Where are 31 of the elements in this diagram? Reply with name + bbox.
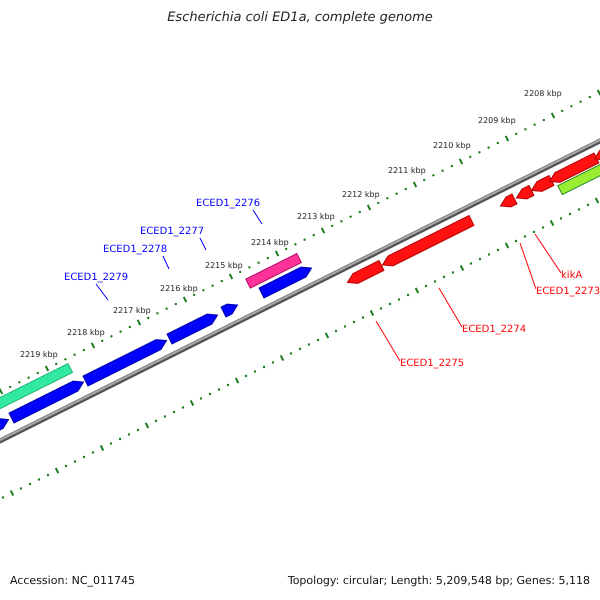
scale-label: 2214 kbp [251,237,289,249]
scale-label: 2217 kbp [113,305,151,317]
leader-line [252,210,262,224]
scale-label: 2211 kbp [388,165,426,177]
gene-label: ECED1_2279 [64,272,128,284]
scale-label: 2219 kbp [20,349,58,361]
scale-label: 2218 kbp [67,327,105,339]
genome-info-text: Topology: circular; Length: 5,209,548 bp; Genes: 5,118 [288,575,590,587]
gene-label: ECED1_2277 [140,226,204,238]
scale-label: 2215 kbp [205,260,243,272]
gene-label: ECED1_2275 [400,358,464,370]
scale-label: 2212 kbp [342,189,380,201]
scale-label: 2209 kbp [478,115,516,127]
leader-line [162,256,170,270]
gene-label: kikA [561,270,582,282]
gene-label: ECED1_2273 [536,286,600,298]
leader-line [376,320,400,362]
leader-line [200,238,206,250]
scale-label: 2210 kbp [433,140,471,152]
scale-label: 2208 kbp [524,88,562,100]
leader-line [96,284,108,300]
scale-label: 2216 kbp [160,283,198,295]
accession-text: Accession: NC_011745 [10,575,136,587]
diagram-title: Escherichia coli ED1a, complete genome [166,12,434,24]
gene-label: ECED1_2276 [196,198,260,210]
leader-line [438,288,462,328]
gene-label: ECED1_2278 [103,244,168,256]
leader-line [534,234,562,274]
gene-label: ECED1_2274 [462,324,526,336]
leader-line [520,242,536,290]
scale-label: 2213 kbp [297,211,335,223]
